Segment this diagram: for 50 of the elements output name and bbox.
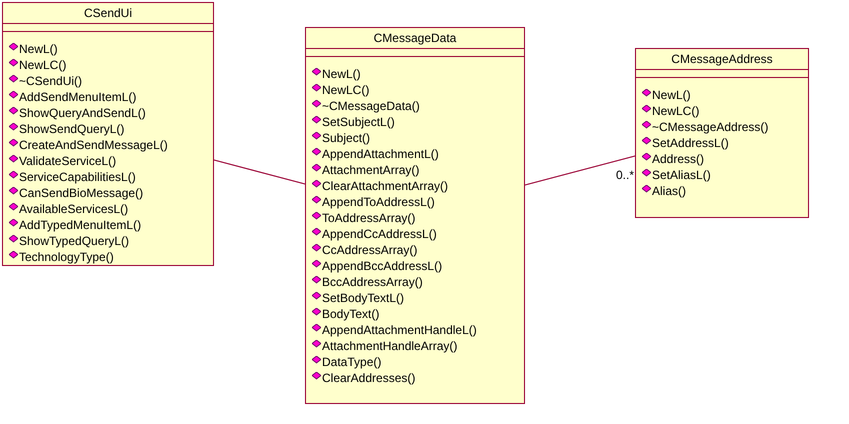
operation-name: ~CSendUi() [19, 74, 82, 88]
operation-name: NewL() [19, 42, 58, 56]
operation-name: AppendAttachmentHandleL() [322, 323, 477, 337]
operation-name: ClearAttachmentArray() [322, 179, 448, 193]
operation-name: AddSendMenuItemL() [19, 90, 136, 104]
operation-name: SetBodyTextL() [322, 291, 404, 305]
association-line [214, 160, 306, 184]
operation-name: NewL() [652, 88, 691, 102]
operation-name: ShowQueryAndSendL() [19, 106, 146, 120]
operation-name: Subject() [322, 131, 370, 145]
operation-name: ClearAddresses() [322, 371, 416, 385]
operation-name: ~CMessageData() [322, 99, 420, 113]
operation-name: ToAddressArray() [322, 211, 416, 225]
class-box [2, 2, 214, 266]
operation-name: BodyText() [322, 307, 380, 321]
operation-name: ValidateServiceL() [19, 154, 116, 168]
multiplicity-label: 0..* [616, 168, 634, 182]
operation-name: SetAliasL() [652, 168, 711, 182]
operation-name: TechnologyType() [19, 250, 114, 264]
class-name: CMessageData [374, 31, 456, 45]
operation-name: BccAddressArray() [322, 275, 423, 289]
operation-name: ~CMessageAddress() [652, 120, 768, 134]
class-box [305, 27, 525, 404]
operation-name: CcAddressArray() [322, 243, 418, 257]
operation-name: AppendCcAddressL() [322, 227, 437, 241]
class-box [635, 48, 809, 218]
operation-name: Address() [652, 152, 704, 166]
operation-name: AddTypedMenuItemL() [19, 218, 142, 232]
operation-name: AttachmentArray() [322, 163, 420, 177]
operation-name: ServiceCapabilitiesL() [19, 170, 136, 184]
operation-name: CreateAndSendMessageL() [19, 138, 168, 152]
operation-name: SetSubjectL() [322, 115, 395, 129]
operation-name: NewLC() [652, 104, 700, 118]
operation-name: AppendAttachmentL() [322, 147, 439, 161]
operation-name: ShowTypedQueryL() [19, 234, 130, 248]
class-name: CSendUi [84, 6, 132, 20]
class-name: CMessageAddress [671, 52, 773, 66]
operation-name: DataType() [322, 355, 382, 369]
operation-name: AppendToAddressL() [322, 195, 435, 209]
operation-name: AttachmentHandleArray() [322, 339, 458, 353]
operation-name: AppendBccAddressL() [322, 259, 442, 273]
operation-name: ShowSendQueryL() [19, 122, 124, 136]
operation-name: Alias() [652, 184, 686, 198]
operation-name: SetAddressL() [652, 136, 729, 150]
operation-name: CanSendBioMessage() [19, 186, 144, 200]
operation-name: AvailableServicesL() [19, 202, 128, 216]
operation-name: NewLC() [322, 83, 370, 97]
association-line [524, 156, 636, 186]
operation-name: NewLC() [19, 58, 66, 72]
operation-name: NewL() [322, 67, 361, 81]
